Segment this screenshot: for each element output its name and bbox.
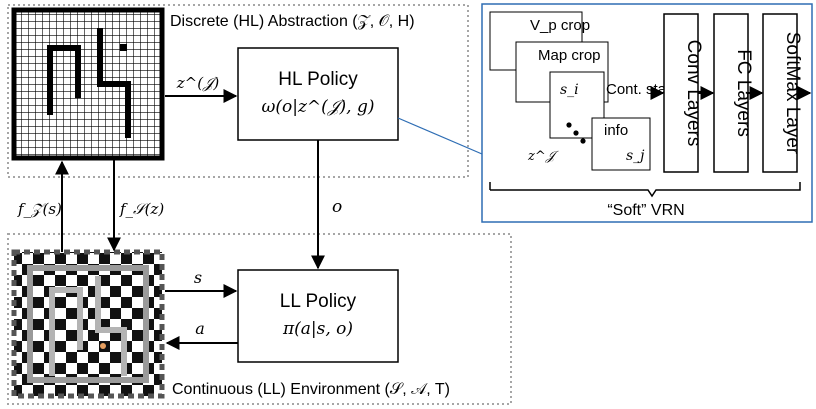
discrete-grid-map bbox=[11, 7, 165, 161]
hl-policy-node: HL Policy ω(o|z^(𝒥), g) bbox=[237, 47, 399, 141]
ll-region-label: Continuous (LL) Environment (𝒮, 𝒜, T) bbox=[172, 381, 450, 398]
label-o: o bbox=[332, 197, 342, 217]
ellipsis-dot-3 bbox=[580, 138, 586, 144]
ll-policy-title: LL Policy bbox=[280, 291, 357, 312]
soft-vrn-panel: V_p crop Map crop s_i Cont. state info s… bbox=[481, 3, 813, 223]
hl-policy-formula: ω(o|z^(𝒥), g) bbox=[262, 97, 375, 117]
label-f-z: f_𝒵(s) bbox=[17, 200, 62, 218]
vrn-caption: “Soft” VRN bbox=[607, 202, 684, 219]
s-j-label: s_j bbox=[626, 148, 645, 164]
ll-policy-formula: π(a|s, o) bbox=[282, 319, 353, 339]
ellipsis-dot-1 bbox=[566, 122, 572, 128]
ll-policy-node: LL Policy π(a|s, o) bbox=[237, 269, 399, 363]
continuous-environment-map bbox=[11, 249, 165, 399]
info-label: info bbox=[604, 122, 628, 139]
softmax-layer-label: SoftMax Layer bbox=[782, 32, 803, 155]
conv-layers-label: Conv Layers bbox=[683, 40, 704, 147]
label-z-j: z^(𝒥) bbox=[176, 74, 220, 92]
hl-policy-title: HL Policy bbox=[278, 69, 358, 90]
vp-crop-label: V_p crop bbox=[530, 17, 590, 34]
ll-region-box bbox=[7, 233, 512, 405]
s-i-label: s_i bbox=[560, 82, 579, 98]
map-crop-label: Map crop bbox=[538, 47, 601, 64]
label-s: s bbox=[194, 268, 202, 287]
ellipsis-dot-2 bbox=[573, 130, 579, 136]
vrn-brace bbox=[489, 182, 801, 198]
label-a: a bbox=[195, 319, 205, 338]
hl-region-box bbox=[7, 4, 469, 178]
hl-region-label: Discrete (HL) Abstraction (𝒵, 𝒪, H) bbox=[170, 13, 415, 30]
label-f-s: f_𝒮(z) bbox=[119, 200, 164, 218]
vrn-connector bbox=[397, 117, 483, 155]
z-j-label: z^𝒥 bbox=[527, 149, 560, 164]
fc-layers-label: FC Layers bbox=[733, 49, 754, 137]
info-box bbox=[591, 117, 651, 171]
